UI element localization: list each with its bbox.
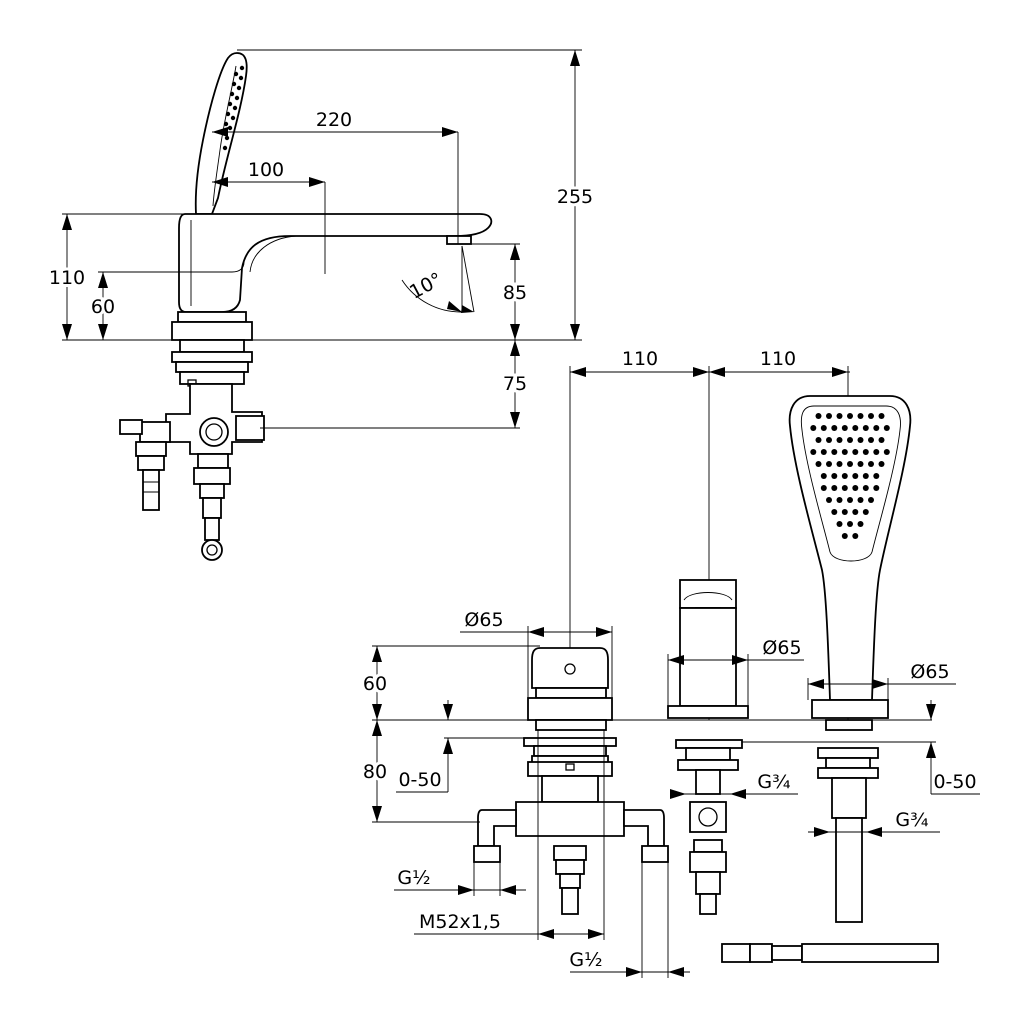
spray-hole [831, 449, 838, 455]
spray-hole [826, 461, 832, 467]
spray-hole [820, 473, 827, 479]
spray-hole [815, 437, 822, 443]
spray-hole [878, 413, 885, 419]
spray-hole [831, 509, 838, 515]
spray-hole [852, 449, 859, 455]
spray-hole [847, 521, 853, 527]
spray-hole [810, 425, 817, 431]
dim-75: 75 [503, 373, 527, 395]
spray-hole [810, 449, 817, 455]
side-view: 220 100 255 110 60 85 75 10° [46, 49, 596, 561]
spray-hole [820, 485, 827, 491]
side-dimensions [62, 49, 582, 429]
thread-shower: G¾ [895, 809, 928, 831]
spray-hole [857, 521, 864, 527]
spray-hole [873, 485, 880, 491]
dim-60-side: 60 [91, 296, 115, 318]
spray-hole [862, 485, 869, 491]
spray-hole [873, 425, 880, 431]
front-handshower [788, 395, 912, 923]
spray-hole [862, 473, 869, 479]
spray-hole [857, 437, 864, 443]
spray-hole [836, 413, 843, 419]
spray-hole [868, 461, 874, 467]
dia-shower: Ø65 [910, 661, 949, 683]
dim-80-front: 80 [363, 761, 387, 783]
spray-hole [862, 425, 869, 431]
spray-hole [847, 413, 853, 419]
spray-hole [883, 449, 890, 455]
spray-hole [852, 425, 859, 431]
front-spout [667, 579, 939, 963]
range-left: 0-50 [398, 769, 441, 791]
spray-hole [852, 485, 859, 491]
spray-hole [836, 461, 843, 467]
spray-hole [826, 437, 832, 443]
thread-left: G½ [397, 867, 430, 889]
spray-hole [862, 509, 869, 515]
front-mixer [473, 647, 669, 915]
spray-hole [820, 425, 827, 431]
range-right: 0-50 [933, 771, 976, 793]
side-spray-holes [222, 65, 245, 151]
spray-hole [836, 521, 843, 527]
spray-hole [826, 497, 832, 503]
spray-hole [831, 425, 838, 431]
dia-mixer: Ø65 [464, 609, 503, 631]
thread-bottom: G½ [569, 949, 602, 971]
spray-hole [841, 533, 848, 539]
spray-hole [815, 413, 822, 419]
spray-hole [841, 485, 848, 491]
dim-60-front: 60 [363, 673, 387, 695]
spray-hole [852, 533, 859, 539]
thread-mixer: M52x1,5 [419, 911, 501, 933]
spray-hole [873, 473, 880, 479]
spray-hole [852, 473, 859, 479]
dim-220: 220 [316, 109, 352, 131]
dim-255: 255 [557, 186, 593, 208]
spray-hole [857, 461, 864, 467]
spray-hole [841, 509, 848, 515]
spray-hole [878, 437, 885, 443]
spray-hole [883, 425, 890, 431]
dim-100: 100 [248, 159, 284, 181]
spray-hole [841, 425, 848, 431]
spray-hole [862, 449, 869, 455]
spray-hole [815, 461, 822, 467]
handshower-spray-holes [810, 413, 890, 539]
spray-hole [868, 413, 874, 419]
spray-hole [847, 497, 853, 503]
spray-hole [831, 473, 838, 479]
dim-110-side: 110 [49, 267, 85, 289]
spray-hole [873, 449, 880, 455]
angle-10: 10° [406, 268, 446, 303]
spray-hole [826, 413, 832, 419]
spray-hole [831, 485, 838, 491]
spray-hole [836, 497, 843, 503]
spray-hole [841, 473, 848, 479]
spray-hole [852, 509, 859, 515]
front-view: 110 110 [360, 348, 980, 978]
dim-85: 85 [503, 282, 527, 304]
front-dimensions [372, 626, 980, 978]
spray-hole [847, 437, 853, 443]
spray-hole [847, 461, 853, 467]
spray-hole [868, 497, 874, 503]
thread-spout: G¾ [757, 771, 790, 793]
spray-hole [841, 449, 848, 455]
dim-110-right: 110 [760, 348, 796, 370]
spray-hole [857, 413, 864, 419]
side-spout-body [178, 213, 493, 313]
spray-hole [820, 449, 827, 455]
dia-spout: Ø65 [762, 637, 801, 659]
dim-110-left: 110 [622, 348, 658, 370]
spray-hole [878, 461, 885, 467]
spray-hole [836, 437, 843, 443]
spray-hole [868, 437, 874, 443]
spray-hole [857, 497, 864, 503]
